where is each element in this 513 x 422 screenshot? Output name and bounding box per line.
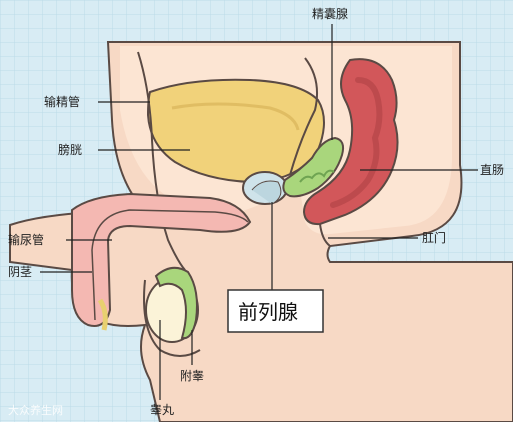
bladder-inner: [171, 102, 300, 131]
penis-shaft: [71, 192, 252, 327]
vas-deferens-tube: [137, 51, 186, 271]
label-vas-deferens: 输精管: [44, 94, 80, 109]
label-seminal-vesicle: 精囊腺: [312, 6, 348, 21]
vas-deferens-tube-top: [289, 57, 318, 176]
urethra-channel: [91, 209, 249, 321]
label-epididymis: 附睾: [180, 368, 204, 383]
prostate-lobe: [251, 180, 282, 205]
anal-canal: [319, 223, 331, 247]
penis-tip: [97, 298, 108, 331]
label-bladder: 膀胱: [58, 142, 82, 157]
label-testis: 睾丸: [150, 402, 174, 417]
prostate-callout-box: [227, 289, 324, 333]
epididymis-shape: [154, 266, 198, 340]
seminal-vesicle-curls: [299, 169, 335, 183]
rectum-inner: [330, 77, 383, 208]
label-penis: 阴茎: [8, 265, 32, 279]
label-urethra: 输尿管: [8, 232, 44, 247]
watermark: 大众养生网: [8, 403, 63, 417]
label-rectum: 直肠: [480, 163, 504, 177]
leader-lines: [40, 24, 478, 400]
label-prostate: 前列腺: [238, 300, 298, 324]
seminal-vesicle-shape: [282, 136, 345, 198]
label-anus: 肛门: [422, 230, 446, 245]
rectum-shape: [302, 58, 399, 226]
